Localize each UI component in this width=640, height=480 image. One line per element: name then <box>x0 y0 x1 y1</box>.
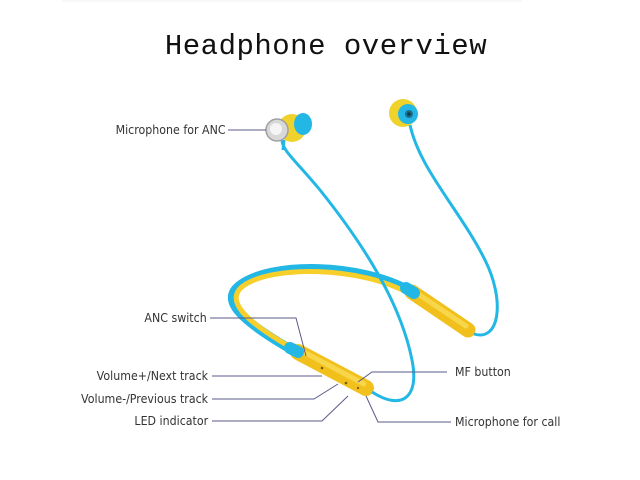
left-module <box>284 342 374 396</box>
callout-line-volume-down <box>212 383 339 400</box>
page-title: Headphone overview <box>164 30 488 63</box>
callout-line-microphone-call <box>365 395 451 423</box>
label-anc-switch: ANC switch <box>144 311 207 325</box>
label-mf-button: MF button <box>455 365 511 379</box>
right-cable <box>408 124 499 337</box>
label-led-indicator: LED indicator <box>134 414 208 428</box>
callout-line-led <box>212 395 349 422</box>
callout-lines <box>210 129 451 423</box>
right-module <box>400 282 476 338</box>
label-microphone-call: Microphone for call <box>455 415 561 429</box>
left-earbud <box>265 113 312 151</box>
left-cable <box>280 139 416 403</box>
label-volume-up-next-track: Volume+/Next track <box>96 369 208 383</box>
top-divider <box>62 0 522 3</box>
label-microphone-anc: Microphone for ANC <box>116 123 226 137</box>
callout-line-anc-switch <box>210 317 307 357</box>
label-volume-down-previous-track: Volume-/Previous track <box>80 392 208 406</box>
right-earbud <box>389 99 418 127</box>
neckband <box>227 264 417 355</box>
callout-line-mf-button <box>357 371 447 383</box>
